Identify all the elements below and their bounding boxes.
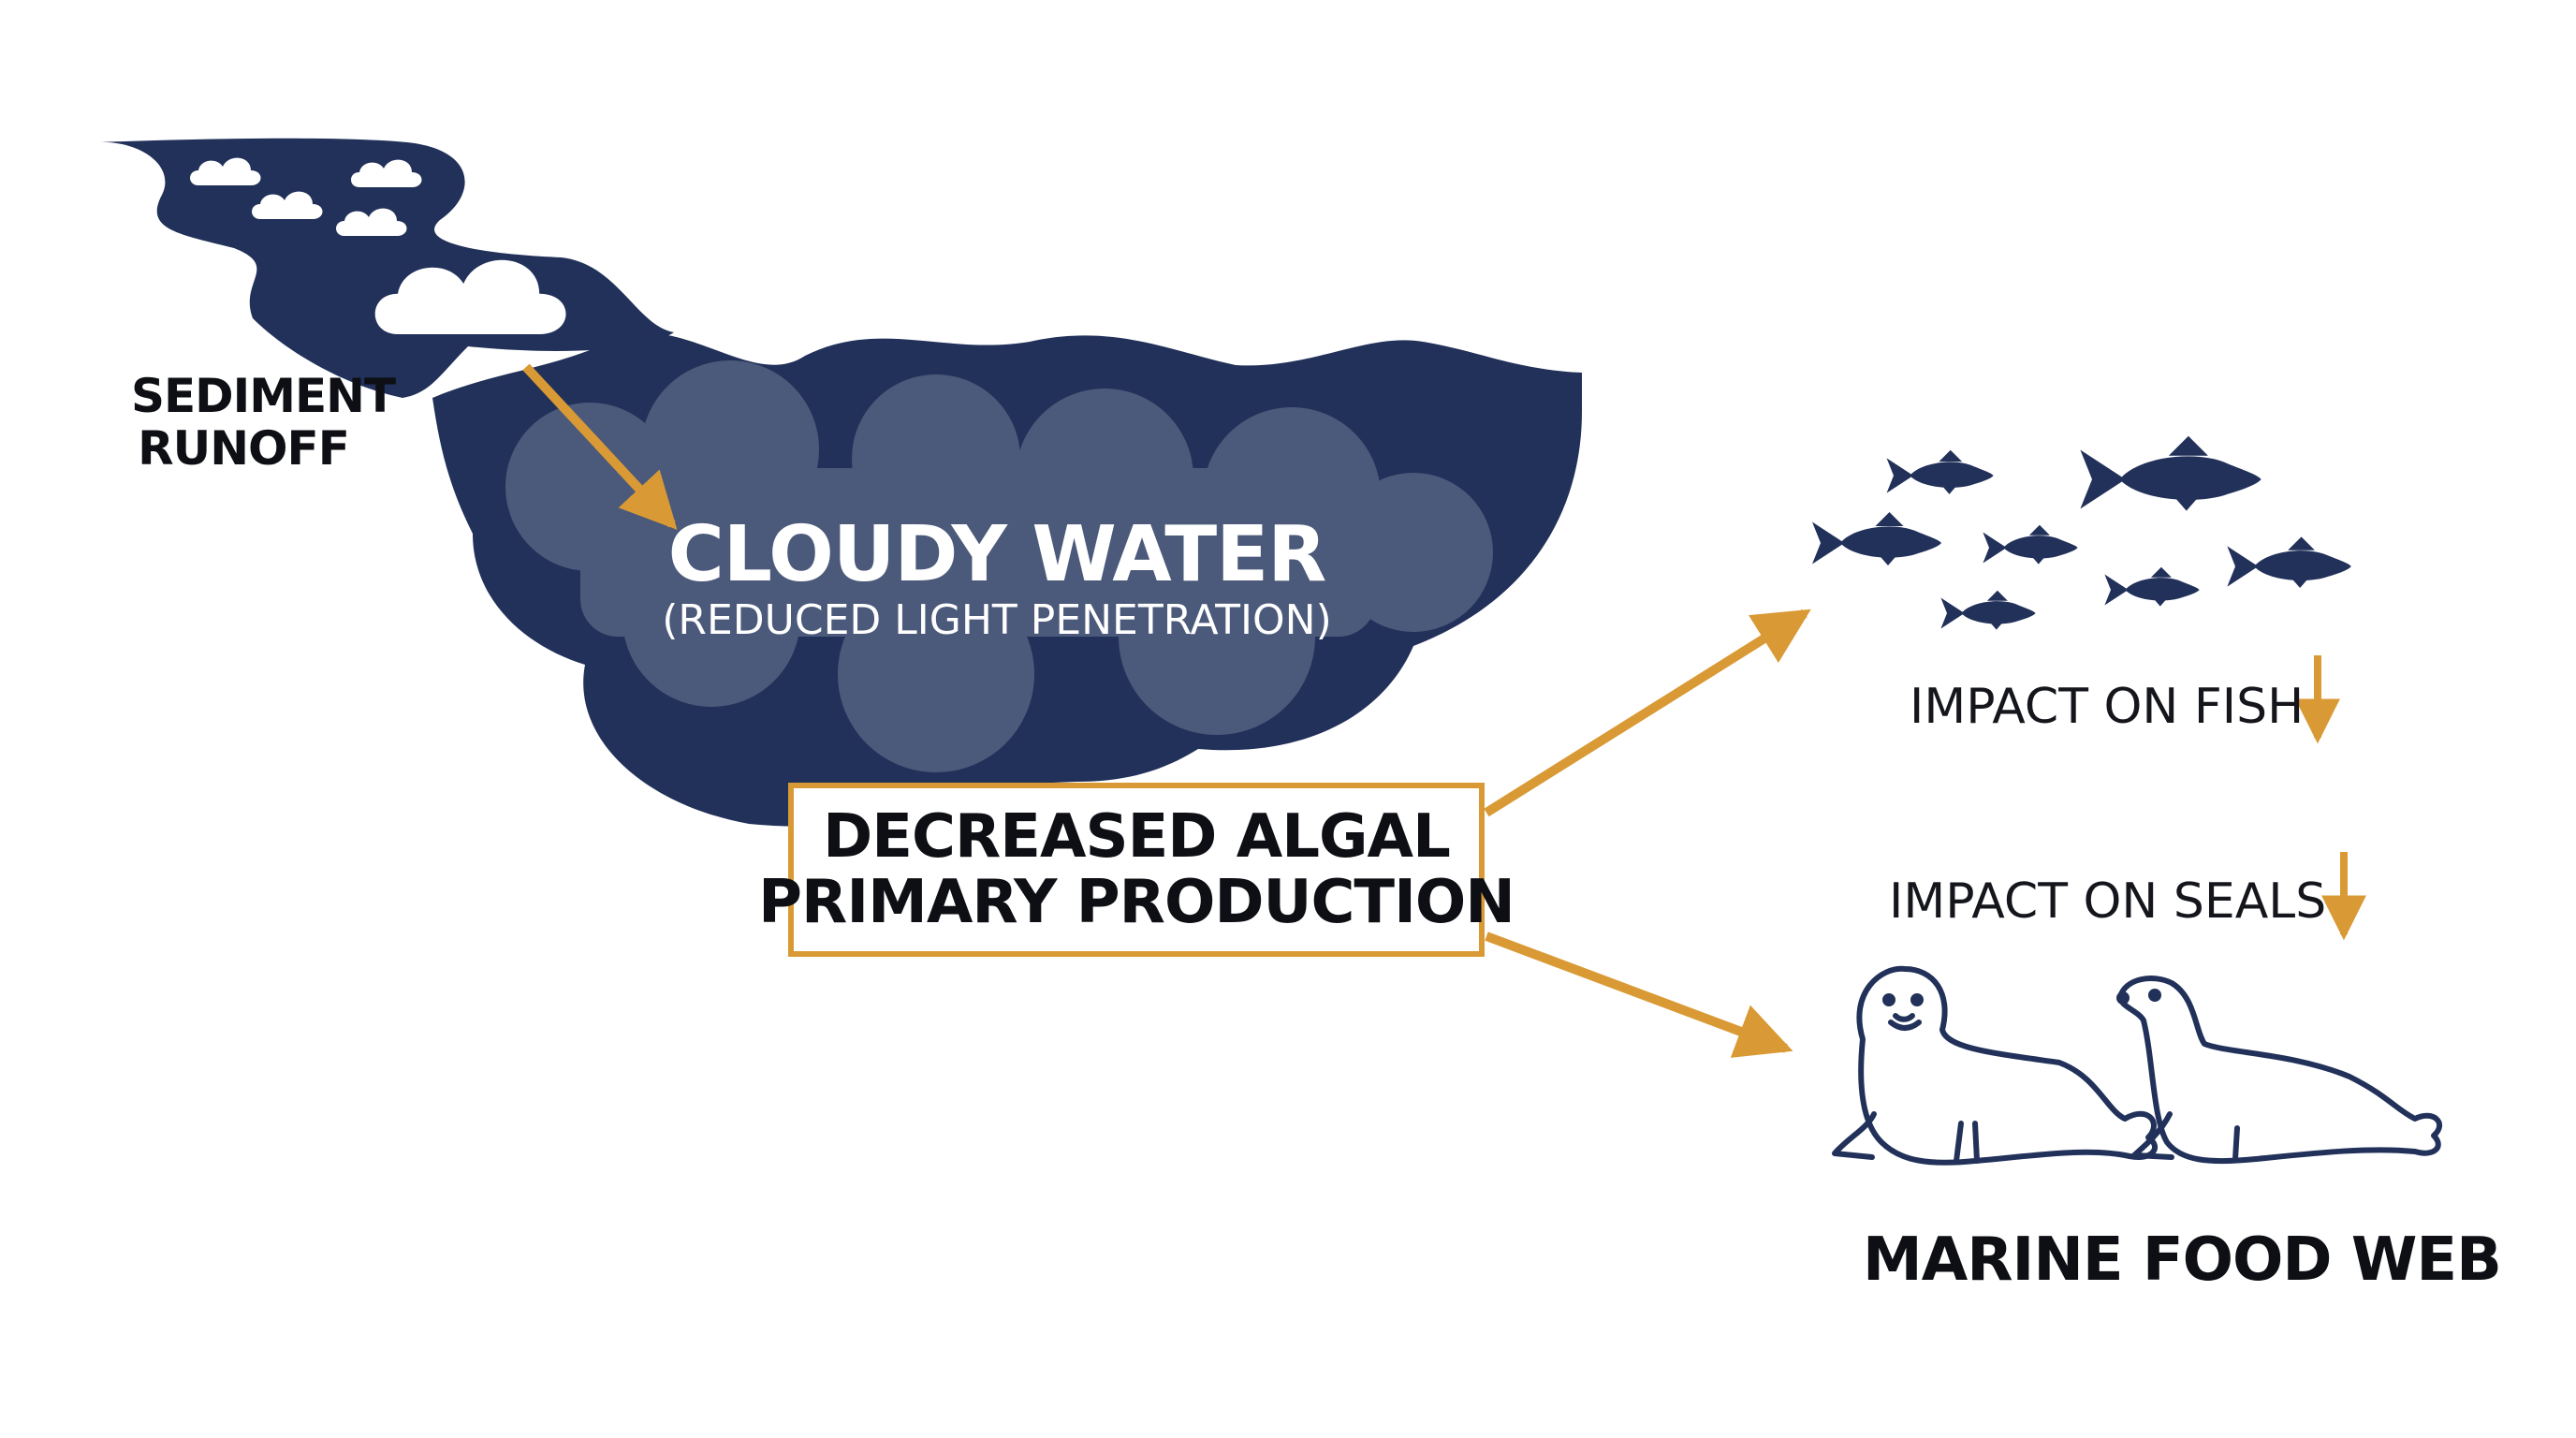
murky-cloud <box>505 360 1493 772</box>
seals <box>1832 965 2442 1166</box>
fish-icon <box>1886 449 1994 494</box>
sediment-label-line2: RUNOFF <box>138 421 350 476</box>
impact-on-fish-label: IMPACT ON FISH <box>1910 679 2305 735</box>
algal-production-box: DECREASED ALGAL PRIMARY PRODUCTION <box>758 783 1515 957</box>
sediment-label-line1: SEDIMENT <box>131 369 396 423</box>
fish-icon <box>2080 435 2261 511</box>
arrows <box>522 363 2366 1058</box>
arrow-icon <box>1484 609 1811 817</box>
impact-on-seals-label: IMPACT ON SEALS <box>1889 873 2327 930</box>
fish-icon <box>1940 590 2036 630</box>
seal-icon <box>2116 976 2442 1165</box>
cloudy-water-title: CLOUDY WATER <box>667 510 1327 599</box>
sediment-runoff-label: SEDIMENT RUNOFF <box>131 369 396 476</box>
fish-icon <box>1983 524 2078 565</box>
fish-icon <box>1812 512 1941 565</box>
cloudy-water-subtitle: (REDUCED LIGHT PENETRATION) <box>662 596 1332 644</box>
seal-icon <box>1832 965 2158 1166</box>
fish-school <box>1812 435 2351 630</box>
arrow-icon <box>522 363 678 530</box>
fish-icon <box>2104 566 2200 607</box>
marine-food-web-label: MARINE FOOD WEB <box>1863 1225 2502 1295</box>
algal-box-line1: DECREASED ALGAL <box>823 802 1451 872</box>
fish-icon <box>2227 536 2351 589</box>
algal-box-line2: PRIMARY PRODUCTION <box>758 868 1515 937</box>
arrow-icon <box>1485 932 1793 1058</box>
